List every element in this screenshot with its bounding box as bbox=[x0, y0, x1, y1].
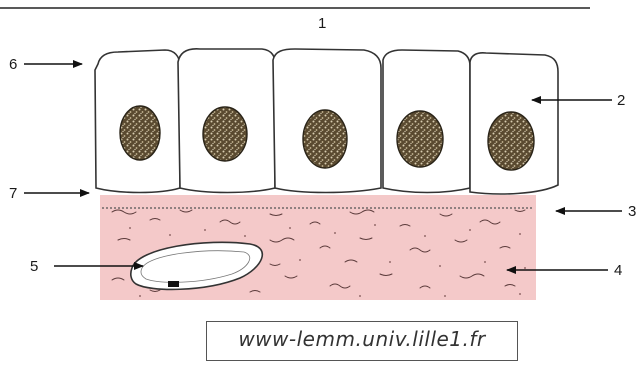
nucleus bbox=[203, 107, 247, 161]
label-2: 2 bbox=[617, 92, 625, 109]
nucleus bbox=[120, 106, 160, 160]
nucleus bbox=[397, 111, 443, 167]
label-1: 1 bbox=[318, 15, 326, 32]
nucleus bbox=[303, 110, 347, 168]
endothelial-nucleus bbox=[168, 281, 179, 287]
label-4: 4 bbox=[614, 262, 622, 279]
label-3: 3 bbox=[628, 203, 636, 220]
label-5: 5 bbox=[30, 258, 38, 275]
credit-box: www-lemm.univ.lille1.fr bbox=[206, 321, 518, 361]
credit-text: www-lemm.univ.lille1.fr bbox=[207, 327, 517, 351]
label-6: 6 bbox=[9, 56, 17, 73]
nucleus bbox=[488, 112, 534, 170]
label-7: 7 bbox=[9, 185, 17, 202]
